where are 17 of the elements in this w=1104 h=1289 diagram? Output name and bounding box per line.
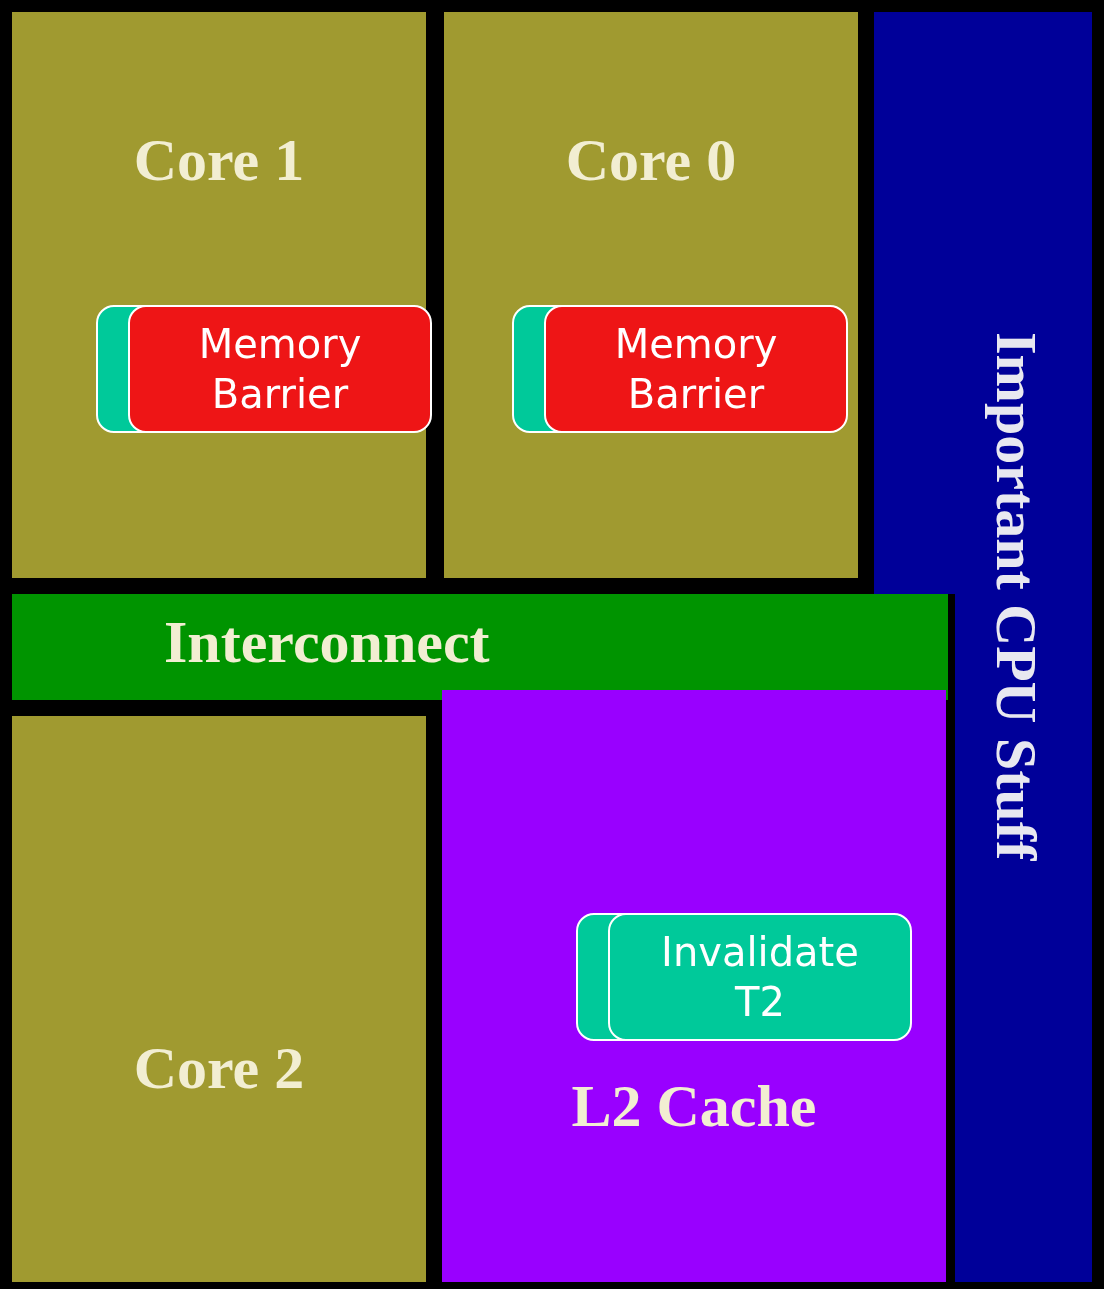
stacked-card xyxy=(576,913,912,1041)
region-block xyxy=(955,12,1092,1282)
region-title: L2 Cache xyxy=(570,1076,818,1136)
region-title: Core 0 xyxy=(564,130,738,190)
stacked-card xyxy=(512,305,848,433)
region-block xyxy=(12,716,426,1282)
stacked-card xyxy=(96,305,432,433)
operation-label: Memory Barrier xyxy=(197,320,363,419)
region-block xyxy=(444,12,858,578)
region-title: Interconnect xyxy=(164,612,490,672)
region-title: Core 2 xyxy=(132,1038,306,1098)
region-title: Important CPU Stuff xyxy=(987,332,1045,861)
operation-label: Invalidate T2 xyxy=(660,928,860,1027)
region-block xyxy=(12,594,948,700)
region-block xyxy=(442,690,946,1282)
region-title: Core 1 xyxy=(132,130,306,190)
operation-label: Memory Barrier xyxy=(613,320,779,419)
